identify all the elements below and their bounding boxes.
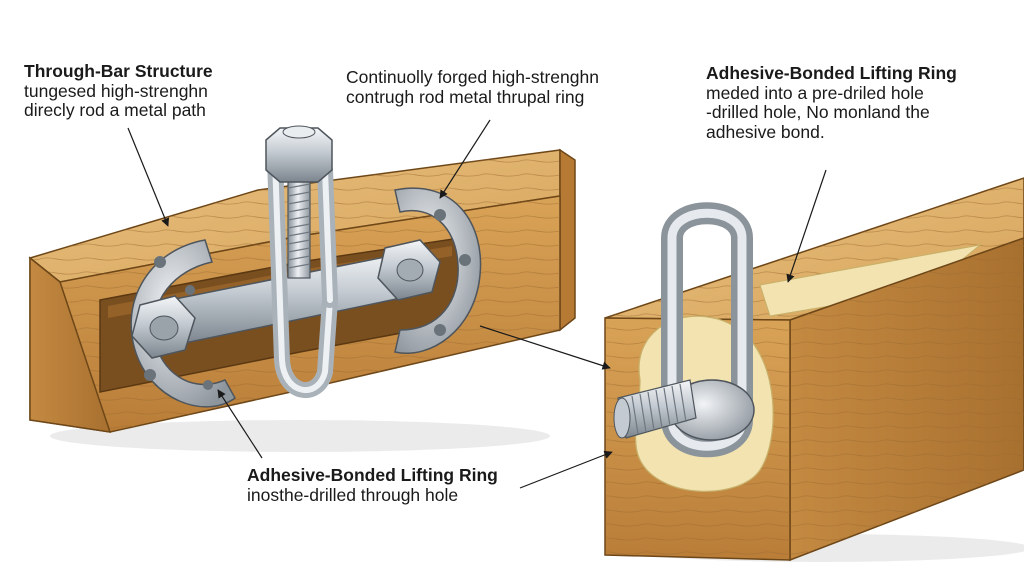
label-title: Through-Bar Structure bbox=[24, 61, 213, 81]
callout-lines bbox=[127, 119, 827, 489]
label-adhesive-bonded-bottom: Adhesive-Bonded Lifting Ring inosthe-dri… bbox=[247, 465, 547, 505]
label-line: -drilled hole, No monland the bbox=[706, 102, 930, 123]
threaded-stud bbox=[287, 167, 311, 279]
callout-top-center bbox=[439, 119, 491, 199]
left-washer bbox=[130, 239, 236, 408]
right-washer bbox=[394, 187, 482, 354]
u-bolt-clamp bbox=[267, 152, 338, 398]
left-nut bbox=[131, 295, 196, 359]
label-line: Continuolly forged high-strenghn bbox=[346, 67, 599, 87]
label-line: tungesed high-strenghn bbox=[24, 80, 208, 101]
label-title: Adhesive-Bonded Lifting Ring bbox=[247, 465, 498, 485]
callout-top-left bbox=[127, 127, 170, 227]
label-line: meded into a pre-driled hole bbox=[706, 82, 924, 103]
label-line: contrugh rod metal thrupal ring bbox=[346, 86, 585, 107]
callout-bottom-center bbox=[217, 389, 263, 459]
label-continuously-forged: Continuolly forged high-strenghn contrug… bbox=[346, 67, 666, 107]
label-line: inosthe-drilled through hole bbox=[247, 484, 459, 505]
label-adhesive-bonded-right: Adhesive-Bonded Lifting Ring meded into … bbox=[706, 63, 1006, 142]
label-through-bar: Through-Bar Structure tungesed high-stre… bbox=[24, 61, 284, 121]
label-line: adhesive bond. bbox=[706, 121, 825, 142]
ring-threaded-shank bbox=[613, 379, 697, 439]
label-title: Adhesive-Bonded Lifting Ring bbox=[706, 63, 957, 83]
callout-lower-right bbox=[519, 450, 613, 489]
label-line: direcly rod a metal path bbox=[24, 100, 206, 121]
top-nut bbox=[265, 125, 333, 183]
right-nut bbox=[377, 239, 441, 301]
callout-middle bbox=[479, 325, 611, 370]
callout-top-right bbox=[786, 169, 827, 283]
lifting-ring bbox=[661, 202, 755, 458]
